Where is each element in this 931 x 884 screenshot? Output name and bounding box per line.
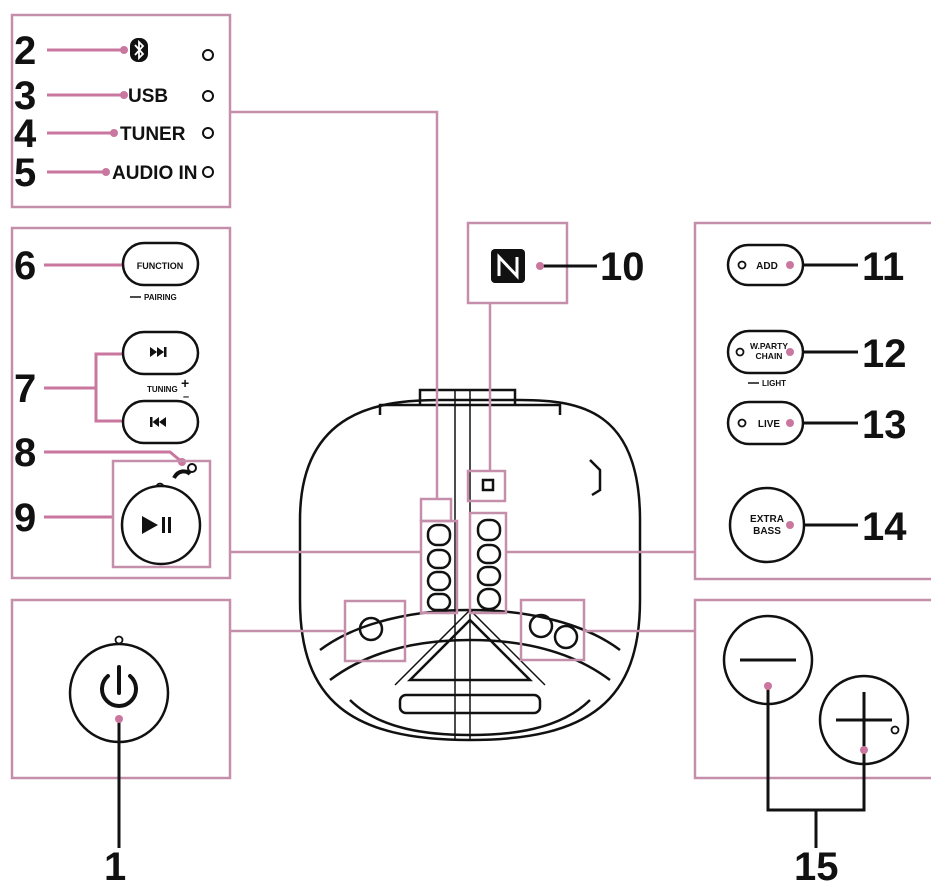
- add-indicator-lamp: [737, 260, 747, 270]
- callout-10: 10: [600, 245, 645, 289]
- tuner-indicator-lamp: [202, 127, 214, 139]
- power-icon: [100, 665, 138, 708]
- audio-in-label: AUDIO IN: [112, 163, 198, 184]
- previous-icon: [150, 417, 166, 427]
- wparty-label-line2: CHAIN: [756, 351, 783, 361]
- wparty-indicator-lamp: [735, 347, 745, 357]
- pairing-label: PAIRING: [144, 293, 177, 302]
- panel-volume: 15: [693, 598, 931, 884]
- next-icon: [150, 347, 167, 357]
- panel-nfc: 10: [466, 221, 645, 305]
- tuning-plus-label: +: [181, 375, 189, 391]
- speaker-highlight-frames: [343, 469, 586, 663]
- callout-3: 3: [14, 74, 36, 118]
- phone-icon: [172, 469, 192, 480]
- plus-indicator-lamp: [890, 725, 900, 735]
- nfc-icon: [491, 249, 525, 283]
- callout-5: 5: [14, 151, 36, 195]
- function-button-label: FUNCTION: [137, 261, 184, 271]
- callout-7: 7: [14, 367, 36, 411]
- play-pause-icon: [142, 516, 171, 534]
- callout-1: 1: [104, 845, 126, 884]
- extra-bass-button[interactable]: EXTRA BASS: [728, 486, 806, 564]
- extra-bass-label-line2: BASS: [753, 526, 781, 537]
- add-button-label: ADD: [756, 261, 778, 272]
- bluetooth-indicator-lamp: [202, 49, 214, 61]
- next-button[interactable]: [121, 330, 200, 376]
- callout-13: 13: [862, 403, 907, 447]
- callout-8: 8: [14, 431, 36, 475]
- add-button[interactable]: ADD: [726, 243, 805, 287]
- wparty-label-line1: W.PARTY: [750, 341, 788, 351]
- callout-14: 14: [862, 505, 907, 549]
- callout-2: 2: [14, 29, 36, 73]
- panel-connector-lines: [230, 110, 695, 633]
- callout-15: 15: [794, 845, 839, 884]
- tuner-label: TUNER: [120, 124, 186, 145]
- plus-icon: [836, 692, 892, 748]
- volume-minus-button[interactable]: [722, 614, 814, 706]
- tuning-label: TUNING: [147, 385, 178, 394]
- usb-indicator-lamp: [202, 90, 214, 102]
- power-indicator-lamp: [114, 635, 124, 645]
- callout-4: 4: [14, 112, 37, 156]
- panel-transport: 6 7 8 9 FUNCTION PAIRING TUNING + –: [10, 226, 232, 580]
- live-indicator-lamp: [737, 418, 747, 428]
- bluetooth-icon: [130, 38, 148, 62]
- panel-power: 1: [10, 598, 232, 884]
- callout-6: 6: [14, 244, 36, 288]
- wparty-chain-button[interactable]: W.PARTY CHAIN: [726, 329, 805, 375]
- audio-in-indicator-lamp: [202, 166, 214, 178]
- panel-indicators: 2 3 4 5 USB TUNER AUDIO IN: [10, 13, 232, 209]
- live-button[interactable]: LIVE: [726, 400, 805, 446]
- usb-label: USB: [128, 86, 168, 107]
- call-indicator-lamp: [187, 463, 197, 473]
- panel-party: ADD W.PARTY CHAIN LIGHT LIVE EXTRA BASS …: [693, 221, 931, 581]
- play-pause-button[interactable]: [120, 484, 202, 566]
- tuning-minus-label: –: [183, 391, 189, 403]
- light-label: LIGHT: [762, 379, 786, 388]
- callout-9: 9: [14, 496, 36, 540]
- function-button[interactable]: FUNCTION: [121, 241, 200, 287]
- callout-12: 12: [862, 332, 907, 376]
- callout-11: 11: [862, 245, 904, 289]
- extra-bass-label-line1: EXTRA: [750, 514, 784, 525]
- previous-button[interactable]: [121, 399, 200, 445]
- live-button-label: LIVE: [758, 419, 781, 430]
